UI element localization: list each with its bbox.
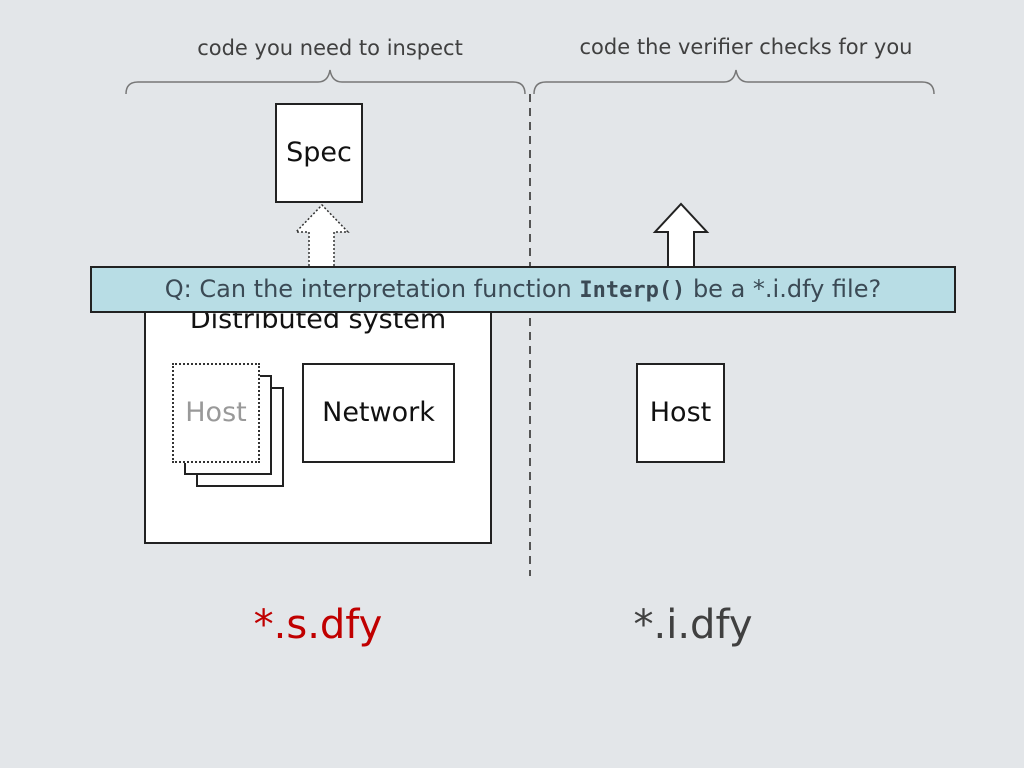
network-box: Network [302, 363, 455, 463]
impl-file-label: *.i.dfy [633, 602, 753, 648]
question-banner: Q: Can the interpretation function Inter… [90, 266, 956, 313]
banner-suffix: be a *.i.dfy file? [685, 275, 882, 303]
left-brace [125, 69, 526, 95]
host-stack-front: Host [172, 363, 260, 463]
banner-prefix: Q: Can the interpretation function [164, 275, 580, 303]
left-brace-label: code you need to inspect [197, 36, 463, 60]
right-brace [533, 69, 935, 95]
right-host-box: Host [636, 363, 725, 463]
banner-code: Interp() [579, 278, 686, 303]
right-host-label: Host [649, 397, 712, 428]
spec-file-label: *.s.dfy [253, 602, 383, 648]
right-brace-label: code the verifier checks for you [579, 35, 913, 59]
network-label: Network [322, 397, 435, 428]
spec-box: Spec [275, 103, 363, 203]
spec-label: Spec [286, 137, 352, 168]
host-stack-label: Host [185, 397, 247, 428]
